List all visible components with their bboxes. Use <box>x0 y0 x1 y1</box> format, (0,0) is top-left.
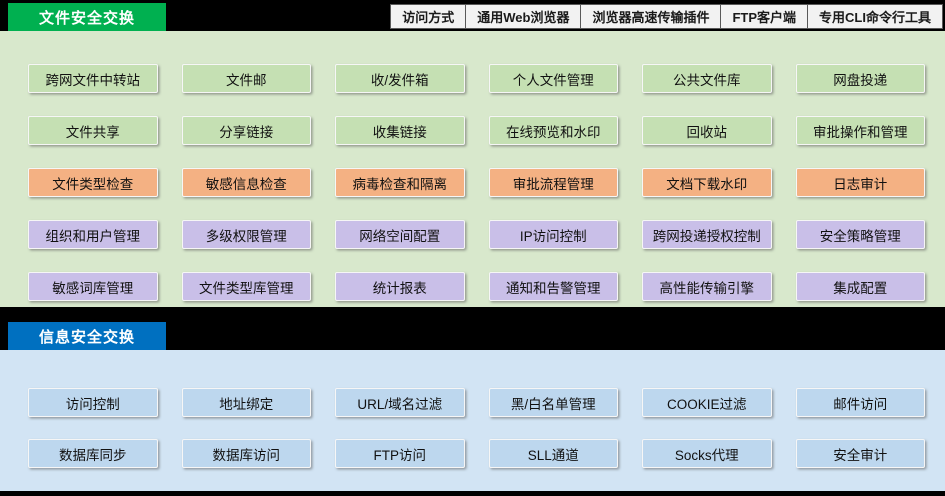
feature-block: 跨网投递授权控制 <box>642 220 772 249</box>
feature-block: 敏感词库管理 <box>28 272 158 301</box>
feature-block: 文件共享 <box>28 116 158 145</box>
access-method-item: 通用Web浏览器 <box>466 4 582 29</box>
feature-block: 个人文件管理 <box>488 64 618 93</box>
feature-block: 文档下载水印 <box>642 168 772 197</box>
feature-block: 地址绑定 <box>181 388 311 417</box>
feature-block: 日志审计 <box>795 168 925 197</box>
feature-block: 网盘投递 <box>795 64 925 93</box>
feature-block: 安全审计 <box>795 439 925 468</box>
info-exchange-section-title: 信息安全交换 <box>8 322 166 350</box>
info-exchange-grid: 访问控制 地址绑定 URL/域名过滤 黑/白名单管理 COOKIE过滤 邮件访问… <box>28 388 925 468</box>
access-methods-bar: 访问方式 通用Web浏览器 浏览器高速传输插件 FTP客户端 专用CLI命令行工… <box>390 4 943 29</box>
feature-block: FTP访问 <box>335 439 465 468</box>
access-method-item: 专用CLI命令行工具 <box>808 4 943 29</box>
feature-block: 文件邮 <box>181 64 311 93</box>
feature-block: 集成配置 <box>795 272 925 301</box>
feature-block: 统计报表 <box>335 272 465 301</box>
file-exchange-section-title: 文件安全交换 <box>8 3 166 31</box>
info-exchange-panel: 访问控制 地址绑定 URL/域名过滤 黑/白名单管理 COOKIE过滤 邮件访问… <box>0 350 945 491</box>
feature-block: 收集链接 <box>335 116 465 145</box>
access-method-item: 访问方式 <box>390 4 467 29</box>
feature-block: 访问控制 <box>28 388 158 417</box>
feature-block: Socks代理 <box>642 439 772 468</box>
feature-block: 文件类型库管理 <box>181 272 311 301</box>
feature-block: 邮件访问 <box>795 388 925 417</box>
feature-block: URL/域名过滤 <box>335 388 465 417</box>
file-exchange-grid: 跨网文件中转站 文件邮 收/发件箱 个人文件管理 公共文件库 网盘投递 文件共享… <box>28 64 925 301</box>
feature-block: 在线预览和水印 <box>488 116 618 145</box>
feature-block: 文件类型检查 <box>28 168 158 197</box>
feature-block: IP访问控制 <box>488 220 618 249</box>
feature-block: 病毒检查和隔离 <box>335 168 465 197</box>
feature-block: 审批操作和管理 <box>795 116 925 145</box>
feature-block: 通知和告警管理 <box>488 272 618 301</box>
feature-block: 高性能传输引擎 <box>642 272 772 301</box>
feature-block: 数据库同步 <box>28 439 158 468</box>
file-exchange-panel: 跨网文件中转站 文件邮 收/发件箱 个人文件管理 公共文件库 网盘投递 文件共享… <box>0 31 945 307</box>
access-method-item: 浏览器高速传输插件 <box>581 4 722 29</box>
feature-block: 多级权限管理 <box>181 220 311 249</box>
feature-block: 敏感信息检查 <box>181 168 311 197</box>
feature-block: SLL通道 <box>488 439 618 468</box>
feature-block: 网络空间配置 <box>335 220 465 249</box>
feature-block: 数据库访问 <box>181 439 311 468</box>
access-method-item: FTP客户端 <box>721 4 809 29</box>
feature-block: 审批流程管理 <box>488 168 618 197</box>
feature-block: 安全策略管理 <box>795 220 925 249</box>
feature-block: 黑/白名单管理 <box>488 388 618 417</box>
feature-block: 跨网文件中转站 <box>28 64 158 93</box>
feature-block: 公共文件库 <box>642 64 772 93</box>
feature-block: 收/发件箱 <box>335 64 465 93</box>
feature-block: 分享链接 <box>181 116 311 145</box>
feature-block: COOKIE过滤 <box>642 388 772 417</box>
feature-block: 组织和用户管理 <box>28 220 158 249</box>
feature-block: 回收站 <box>642 116 772 145</box>
